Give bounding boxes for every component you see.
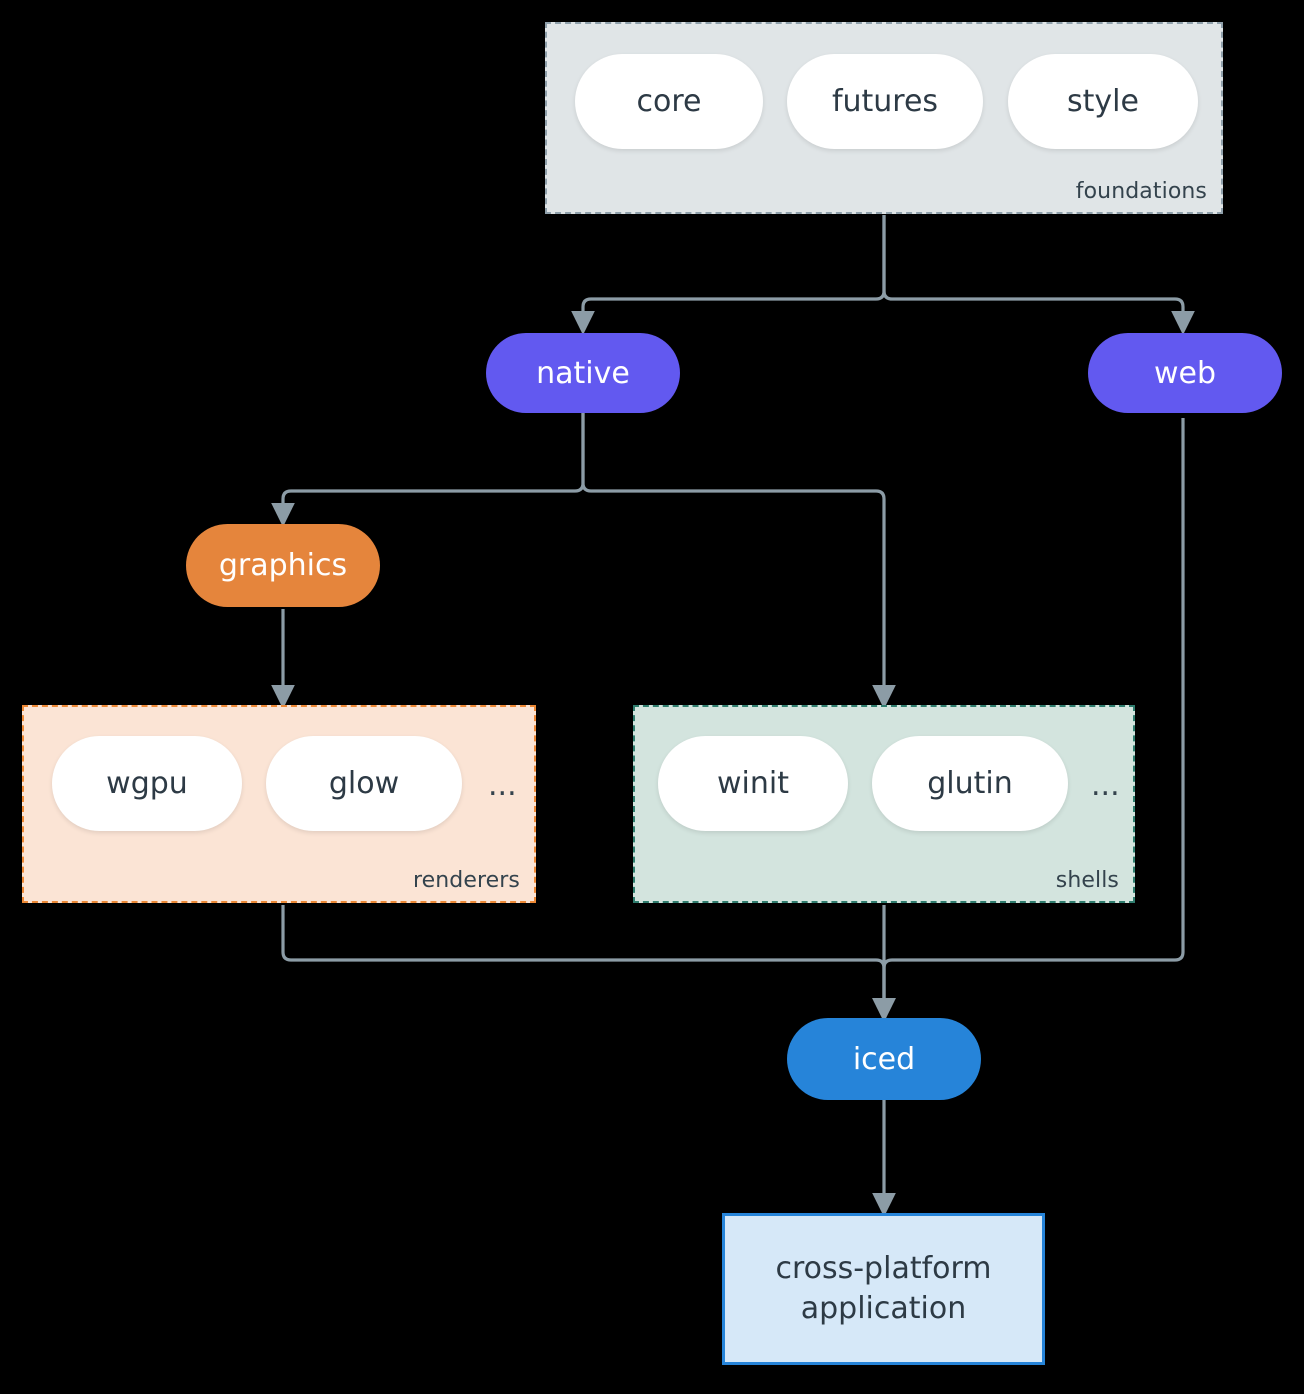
group-shells[interactable]: winit glutin ... shells [633,705,1135,903]
node-core[interactable]: core [575,54,763,149]
node-glow-label: glow [328,766,400,801]
node-native-label: native [536,355,630,391]
group-renderers[interactable]: wgpu glow ... renderers [22,705,536,903]
node-glutin[interactable]: glutin [872,736,1068,831]
node-glutin-label: glutin [927,766,1013,801]
node-application-line1: cross-platform [775,1250,992,1286]
node-futures-label: futures [831,84,939,119]
node-web[interactable]: web [1088,333,1282,413]
group-renderers-label: renderers [412,868,520,893]
edge-foundations-web [882,215,1195,335]
node-style-label: style [1067,84,1139,119]
node-winit[interactable]: winit [658,736,848,831]
node-wgpu-label: wgpu [106,766,188,801]
node-glow[interactable]: glow [266,736,462,831]
node-native[interactable]: native [486,333,680,413]
node-web-label: web [1153,355,1217,391]
group-foundations-label: foundations [1075,179,1207,204]
node-core-label: core [636,84,702,119]
node-winit-label: winit [717,766,789,801]
node-style[interactable]: style [1008,54,1198,149]
renderers-ellipsis: ... [488,768,517,803]
node-futures[interactable]: futures [787,54,983,149]
node-iced-label: iced [852,1041,916,1077]
node-graphics[interactable]: graphics [186,524,380,607]
node-application-line2: application [800,1291,967,1326]
edge-web-iced [872,418,1185,1022]
node-application[interactable]: cross-platform application [722,1213,1045,1365]
edge-native-shells [581,413,896,709]
node-graphics-label: graphics [218,548,348,583]
group-shells-label: shells [1055,868,1119,893]
node-iced[interactable]: iced [787,1018,981,1100]
shells-ellipsis: ... [1091,768,1120,803]
node-wgpu[interactable]: wgpu [52,736,242,831]
group-foundations[interactable]: core futures style foundations [545,22,1223,214]
